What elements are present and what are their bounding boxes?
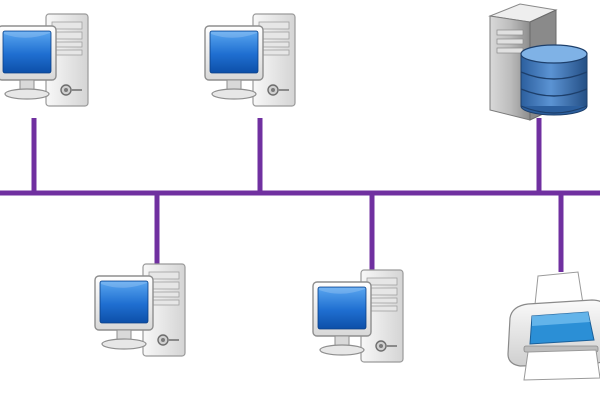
printer-icon — [507, 271, 600, 381]
desktop-computer-icon — [0, 13, 89, 107]
desktop-computer-icon — [94, 263, 186, 357]
workstation-2 — [204, 13, 296, 107]
workstation-3 — [94, 263, 186, 357]
workstation-4 — [312, 269, 404, 363]
network-printer — [507, 271, 600, 381]
database-server — [488, 3, 588, 121]
workstation-1 — [0, 13, 89, 107]
desktop-computer-icon — [204, 13, 296, 107]
desktop-computer-icon — [312, 269, 404, 363]
database-server-icon — [488, 3, 588, 121]
